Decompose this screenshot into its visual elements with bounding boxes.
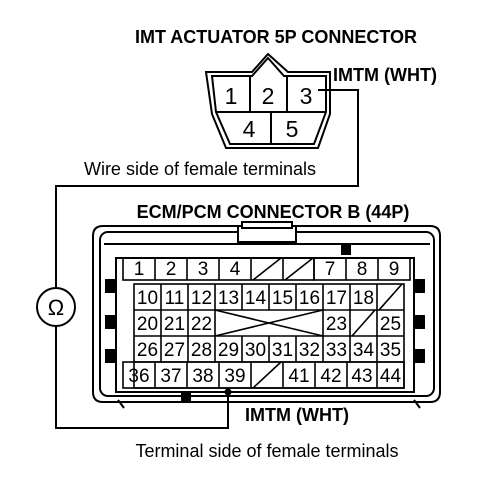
ecm-pin-label: 35 (380, 340, 401, 361)
ecm-pin-label: 39 (224, 366, 245, 387)
ecm-pin-label: 14 (245, 288, 267, 309)
ecm-pin-label: 3 (198, 259, 209, 280)
ecm-key (105, 279, 117, 293)
ohm-symbol: Ω (48, 295, 64, 320)
ecm-pin-label: 9 (389, 259, 400, 280)
ecm-pin-label: 33 (326, 340, 347, 361)
ecm-row-1 (122, 257, 411, 281)
ecm-title: ECM/PCM CONNECTOR B (44P) (137, 202, 410, 222)
ecm-row-5-frame (122, 361, 405, 389)
ecm-pin-label: 11 (165, 288, 185, 309)
ecm-pin-label: 28 (191, 340, 212, 361)
ecm-pin-label: 42 (320, 366, 341, 387)
ecm-pin-label: 34 (353, 340, 375, 361)
wire-actuator-to-meter (55, 89, 359, 288)
actuator-pin-label: 2 (262, 83, 275, 109)
ecm-blank-cross (214, 309, 324, 337)
ecm-empty-cavity-slash (378, 283, 403, 311)
ecm-pin-label: 16 (299, 288, 320, 309)
ecm-pin-label: 23 (326, 314, 347, 335)
ecm-pin-label: 17 (326, 288, 347, 309)
ohmmeter: Ω (36, 287, 76, 327)
ecm-empty-cavity-slash (252, 361, 282, 389)
ecm-pin-label: 29 (218, 340, 239, 361)
ecm-key (413, 279, 425, 293)
ecm-pin-label: 36 (128, 366, 149, 387)
ecm-pin-label: 21 (164, 314, 185, 335)
ecm-pin-label: 8 (357, 259, 368, 280)
actuator-pin-label: 4 (243, 116, 256, 142)
actuator-connector (204, 52, 331, 149)
actuator-pin-label: 3 (300, 83, 313, 109)
ecm-key (105, 349, 117, 363)
actuator-title: IMT ACTUATOR 5P CONNECTOR (135, 27, 417, 47)
wire-meter-to-ecm (55, 326, 229, 429)
ecm-key (341, 245, 351, 255)
ecm-pin-label: 41 (288, 366, 309, 387)
ecm-pin-label: 31 (272, 340, 293, 361)
ecm-empty-cavity-slash (252, 257, 282, 281)
ecm-grid (122, 283, 405, 389)
actuator-side-note: Wire side of female terminals (84, 159, 316, 179)
ecm-empty-cavity-slash (284, 257, 314, 281)
ecm-housing-outline (92, 225, 441, 403)
actuator-pin-label: 5 (286, 116, 299, 142)
ecm-pin-label: 7 (325, 259, 336, 280)
ohm-meter-icon (36, 287, 76, 327)
ecm-pin-label: 15 (272, 288, 293, 309)
ecm-pin-label: 25 (380, 314, 401, 335)
actuator-pin-label: 1 (225, 83, 238, 109)
ecm-pin-label: 13 (218, 288, 239, 309)
actuator-signal-label: IMTM (WHT) (333, 65, 437, 85)
ecm-pin-label: 22 (191, 314, 212, 335)
ecm-pin-label: 18 (353, 288, 374, 309)
ecm-pin-label: 38 (192, 366, 213, 387)
ecm-pin-label: 44 (380, 366, 402, 387)
ecm-signal-label: IMTM (WHT) (245, 405, 349, 425)
ecm-pin-label: 27 (164, 340, 185, 361)
ecm-pin-label: 32 (299, 340, 320, 361)
ecm-key (413, 315, 425, 329)
ecm-tab (117, 399, 125, 409)
ecm-key (413, 349, 425, 363)
actuator-connector-inner-outline (210, 56, 327, 145)
ecm-pin-label: 2 (166, 259, 177, 280)
ecm-pin-label: 10 (137, 288, 158, 309)
ecm-tab (413, 399, 421, 409)
ecm-empty-cavity-slash (351, 309, 376, 337)
ecm-pin-label: 30 (245, 340, 266, 361)
ecm-pin-label: 12 (191, 288, 212, 309)
ecm-side-note: Terminal side of female terminals (135, 441, 398, 461)
ecm-key (181, 391, 191, 403)
ecm-pin-label: 37 (160, 366, 181, 387)
ecm-pin-label: 4 (230, 259, 241, 280)
ecm-key (105, 315, 117, 329)
ecm-pin-label: 1 (134, 259, 145, 280)
ecm-pin-label: 20 (137, 314, 158, 335)
ecm-latch-cap (241, 221, 293, 229)
actuator-connector-outline (204, 52, 331, 149)
ecm-row-1-right-frame (313, 257, 411, 281)
ecm-pin-label: 43 (351, 366, 372, 387)
ecm-pin-label: 26 (137, 340, 158, 361)
